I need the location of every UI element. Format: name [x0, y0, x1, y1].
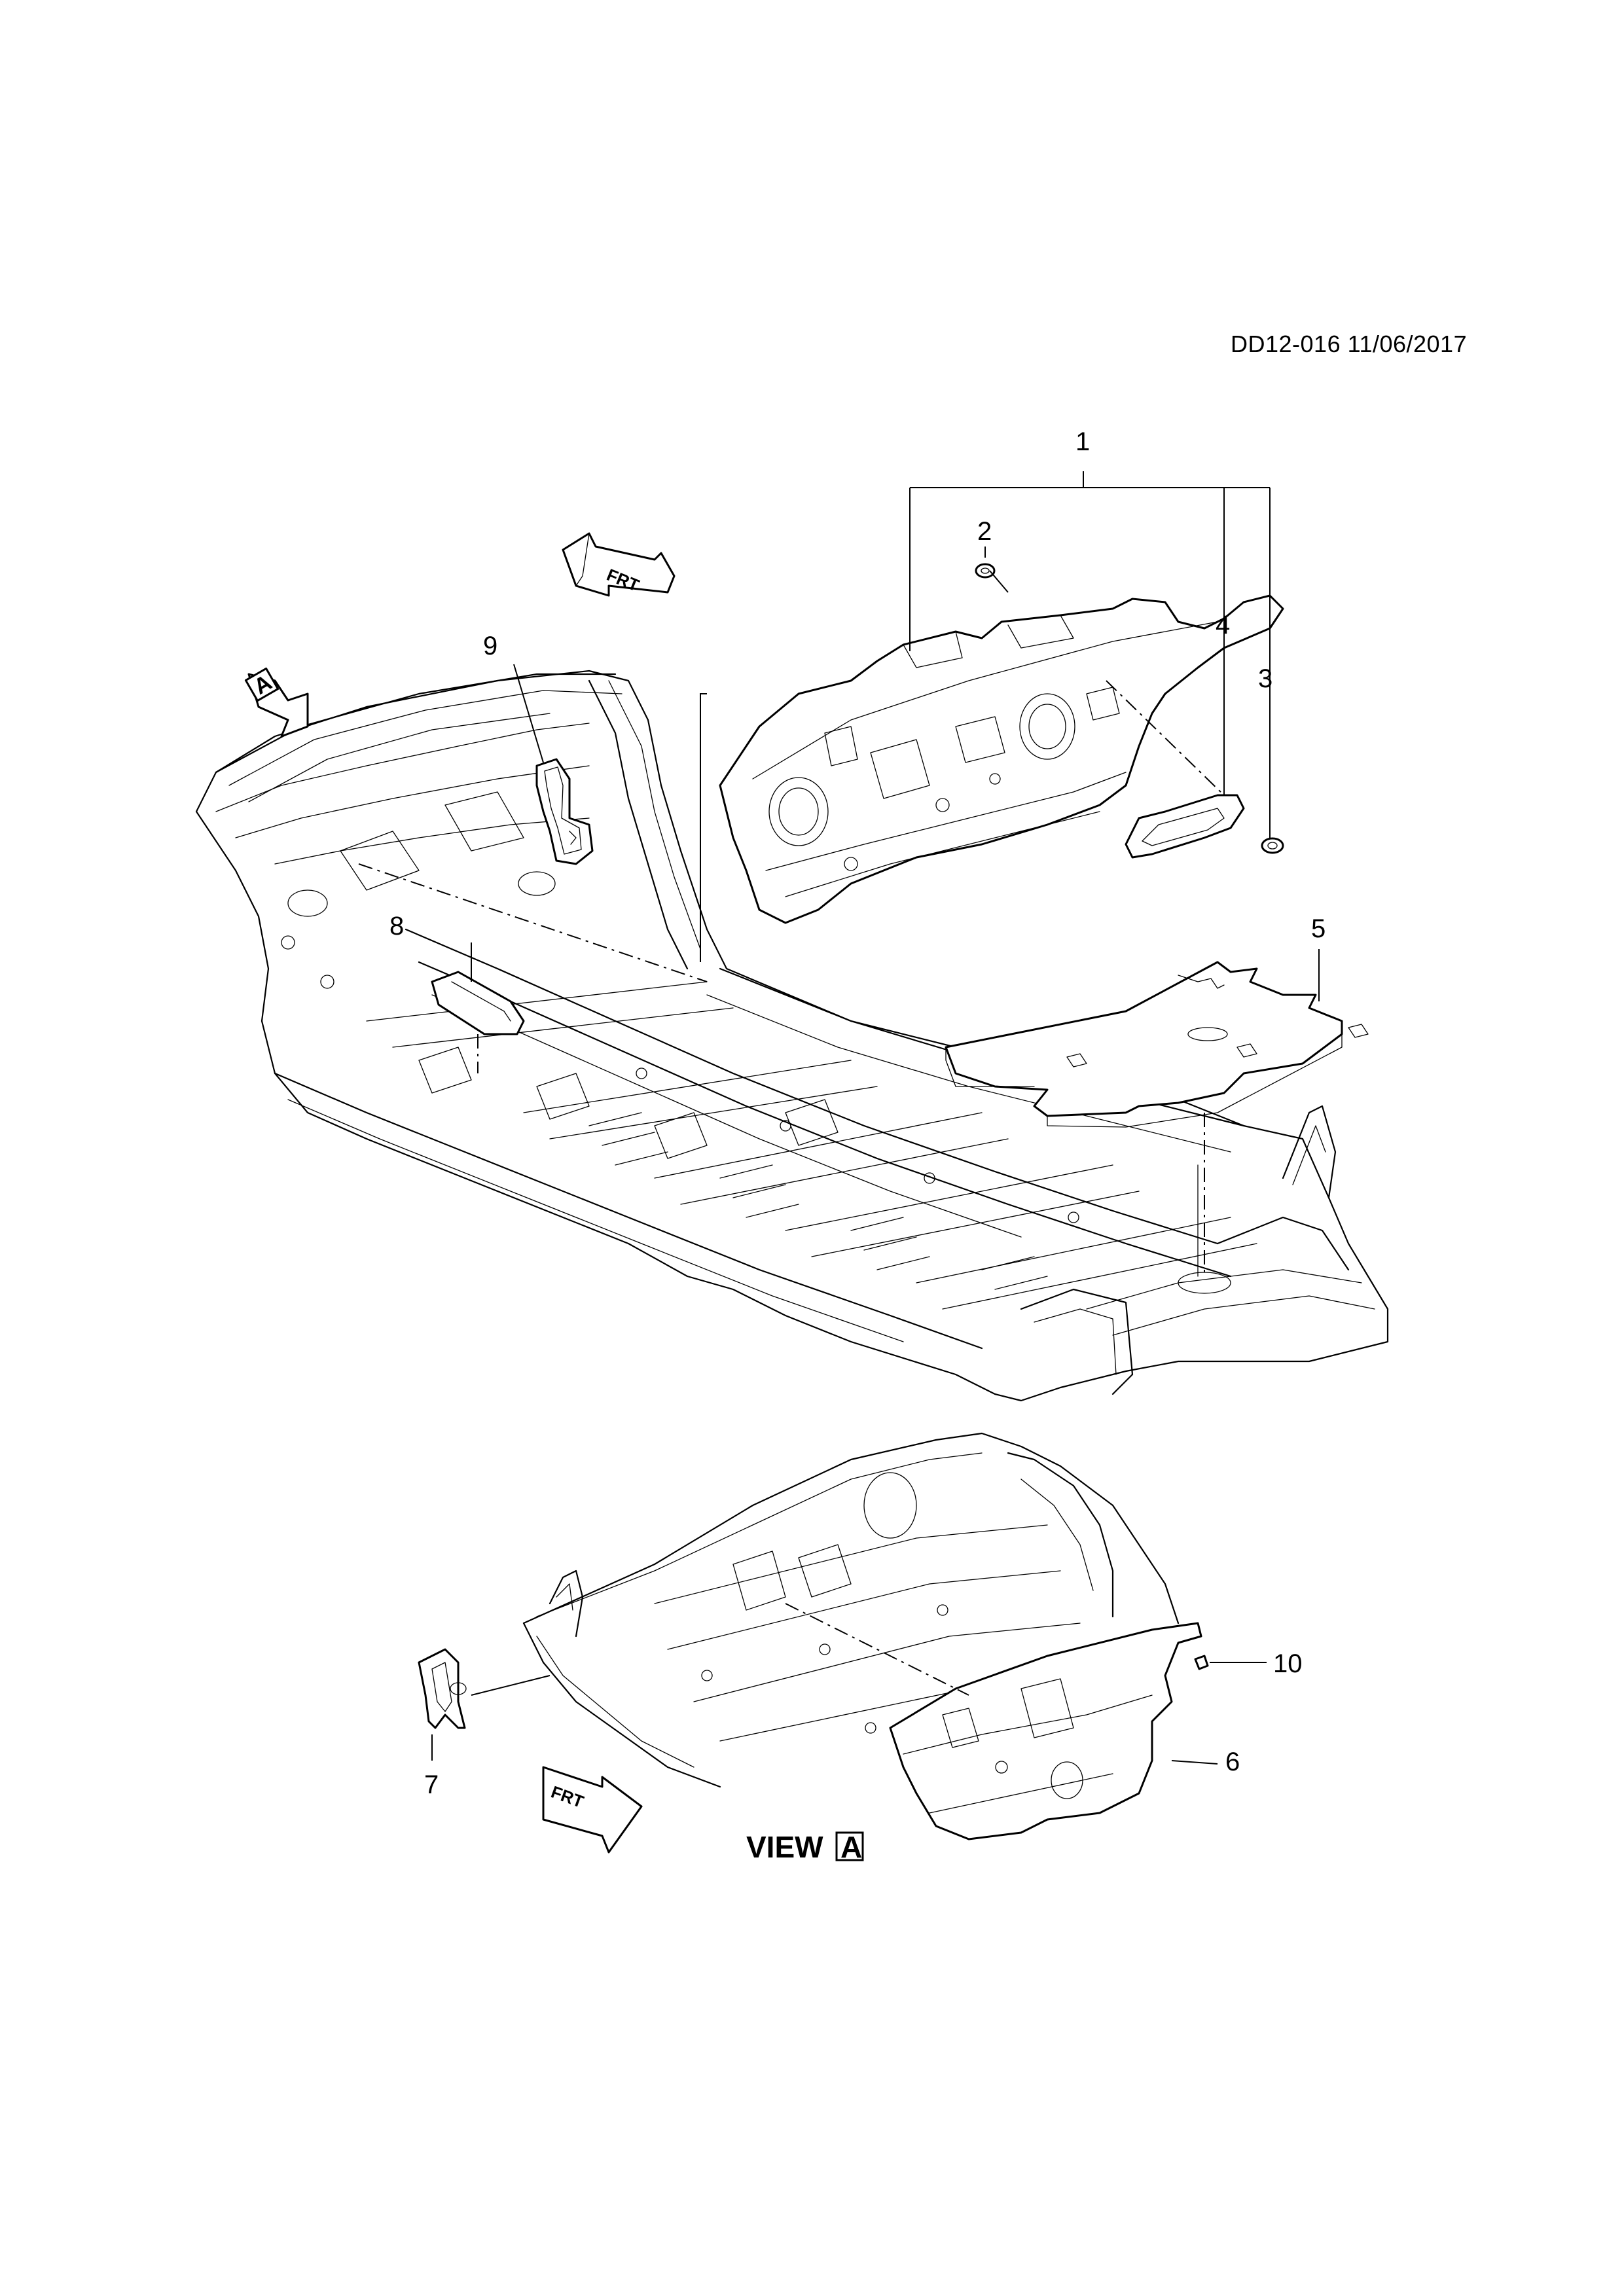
callout-10: 10	[1273, 1649, 1303, 1678]
grommet-part-3	[1261, 837, 1284, 854]
clip-part-2	[975, 563, 996, 579]
body-floor-structure	[195, 670, 1389, 1402]
clip-part-10	[1194, 1655, 1209, 1670]
callout-5: 5	[1311, 914, 1326, 943]
callout-4: 4	[1216, 611, 1230, 639]
side-insulator-part-7	[418, 1648, 467, 1729]
front-direction-arrow-bottom: FRT	[542, 1766, 643, 1854]
view-a-structure	[522, 1432, 1180, 1788]
document-code: DD12-016 11/06/2017	[1231, 331, 1468, 357]
callouts: 1 2 3 4 5 6 7 8 9 10	[389, 427, 1326, 1799]
callout-6: 6	[1225, 1748, 1240, 1776]
callout-9: 9	[483, 632, 497, 660]
view-a-marker-arrow: A	[244, 667, 309, 738]
view-a-label: VIEW A	[746, 1830, 864, 1864]
view-label-prefix: VIEW	[746, 1830, 823, 1864]
view-label-letter: A	[840, 1830, 862, 1864]
callout-7: 7	[424, 1770, 439, 1799]
dash-insulator-part-1	[719, 594, 1284, 924]
seal-part-4	[1125, 794, 1245, 859]
pad-part-8	[431, 971, 525, 1035]
callout-3: 3	[1258, 664, 1272, 693]
floor-insulator-part-5	[945, 961, 1369, 1128]
front-direction-arrow-top: FRT	[562, 532, 676, 597]
callout-2: 2	[977, 517, 992, 546]
leader-lines	[358, 471, 1320, 1765]
callout-8: 8	[389, 912, 404, 941]
gasket-part-9	[535, 758, 594, 865]
inner-dash-insulator-part-6	[889, 1622, 1202, 1840]
callout-1: 1	[1075, 427, 1090, 456]
